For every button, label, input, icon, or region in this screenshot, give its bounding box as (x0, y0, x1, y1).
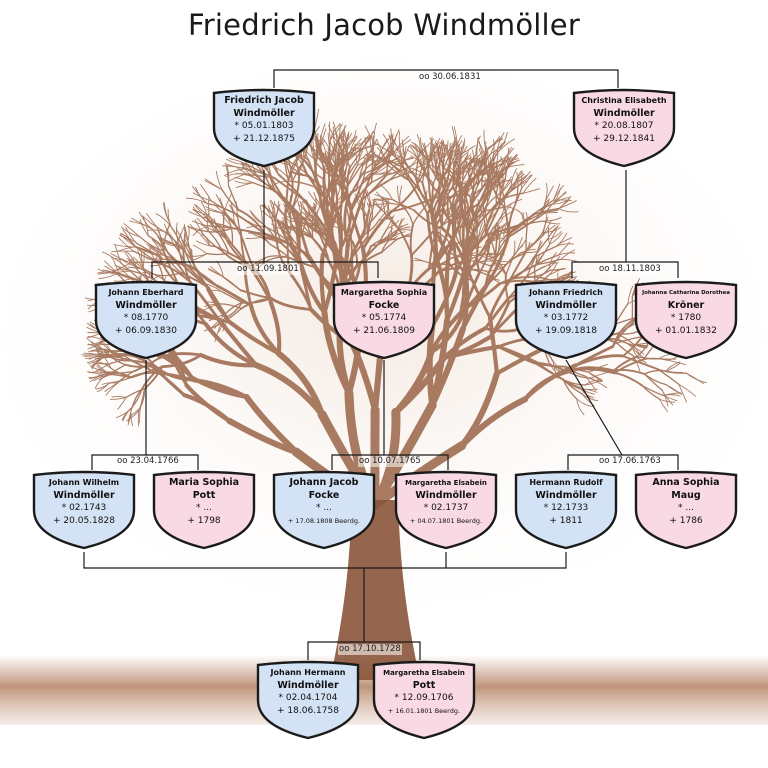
person-first-name: Friedrich Jacob (224, 95, 304, 106)
shield-icon (32, 470, 136, 550)
person-first-name: Johann Wilhelm (48, 478, 120, 487)
person-first-name: Margaretha Elsabein (405, 479, 487, 487)
person-last-name: Maug (671, 489, 701, 501)
person-death: + 29.12.1841 (593, 133, 655, 144)
marriage-label: oo 17.06.1763 (598, 456, 662, 467)
shield-icon (394, 470, 498, 550)
shield-icon (212, 88, 316, 168)
person-last-name: Windmöller (277, 679, 339, 691)
person-card-margaretha-elsabein-w[interactable]: Margaretha Elsabein Windmöller * 02.1737… (392, 470, 500, 550)
person-card-johann-eberhard[interactable]: Johann Eberhard Windmöller * 08.1770 + 0… (92, 280, 200, 360)
shield-icon (152, 470, 256, 550)
shield-icon (634, 470, 738, 550)
person-death: + 1786 (669, 515, 703, 526)
person-death: + 16.01.1801 Beerdg. (387, 706, 461, 715)
shield-icon (572, 88, 676, 168)
marriage-label: oo 23.04.1766 (116, 456, 180, 467)
person-first-name: Maria Sophia (168, 477, 240, 488)
person-card-johann-wilhelm[interactable]: Johann Wilhelm Windmöller * 02.1743 + 20… (30, 470, 138, 550)
marriage-label: oo 10.07.1765 (358, 456, 422, 467)
person-first-name: Johann Hermann (270, 668, 346, 677)
marriage-label: oo 11.09.1801 (236, 264, 300, 275)
shield-icon (94, 280, 198, 360)
person-death: + 17.08.1808 Beerdg. (287, 516, 361, 525)
person-last-name: Windmöller (593, 107, 655, 119)
shield-icon (272, 470, 376, 550)
person-death: + 18.06.1758 (277, 705, 339, 716)
person-first-name: Hermann Rudolf (529, 478, 603, 487)
person-birth: * 1780 (670, 313, 702, 323)
marriage-label: oo 17.10.1728 (338, 644, 402, 655)
person-birth: * 12.1733 (543, 503, 589, 513)
person-birth: * 03.1772 (543, 313, 589, 323)
marriage-label: oo 18.11.1803 (598, 264, 662, 275)
person-last-name: Windmöller (115, 299, 177, 311)
person-birth: * 08.1770 (123, 313, 169, 323)
person-birth: * ... (196, 503, 212, 513)
shield-icon (634, 280, 738, 360)
person-birth: * ... (678, 503, 694, 513)
person-last-name: Kröner (667, 299, 705, 311)
person-death: + 20.05.1828 (53, 515, 115, 526)
person-last-name: Windmöller (535, 489, 597, 501)
marriage-label: oo 30.06.1831 (418, 72, 482, 83)
person-birth: * ... (316, 503, 332, 513)
person-card-johann-jacob[interactable]: Johann Jacob Focke * ... + 17.08.1808 Be… (270, 470, 378, 550)
person-death: + 06.09.1830 (115, 325, 177, 336)
person-first-name: Johanna Catharina Dorothea (642, 290, 730, 296)
person-death: + 21.06.1809 (353, 325, 415, 336)
person-death: + 04.07.1801 Beerdg. (409, 516, 483, 525)
person-first-name: Margaretha Sophia (340, 288, 428, 297)
person-birth: * 02.04.1704 (278, 693, 338, 703)
shield-icon (256, 660, 360, 740)
person-card-johann-hermann[interactable]: Johann Hermann Windmöller * 02.04.1704 +… (254, 660, 362, 740)
person-birth: * 02.1737 (423, 503, 469, 513)
person-last-name: Windmöller (53, 489, 115, 501)
person-last-name: Focke (308, 489, 340, 501)
person-first-name: Johann Eberhard (108, 288, 184, 297)
person-card-margaretha-elsabein-p[interactable]: Margaretha Elsabein Pott * 12.09.1706 + … (370, 660, 478, 740)
person-last-name: Pott (412, 679, 436, 691)
person-first-name: Margaretha Elsabein (383, 669, 465, 677)
shield-icon (514, 470, 618, 550)
page-title: Friedrich Jacob Windmöller (188, 8, 580, 42)
person-first-name: Anna Sophia (652, 477, 720, 488)
person-card-friedrich-jacob[interactable]: Friedrich Jacob Windmöller * 05.01.1803 … (210, 88, 318, 168)
person-last-name: Focke (368, 299, 400, 311)
person-birth: * 02.1743 (61, 503, 107, 513)
person-last-name: Windmöller (535, 299, 597, 311)
person-last-name: Windmöller (233, 107, 295, 119)
shield-icon (332, 280, 436, 360)
person-first-name: Johann Friedrich (529, 288, 603, 297)
person-card-johanna-catharina-dorothea[interactable]: Johanna Catharina Dorothea Kröner * 1780… (632, 280, 740, 360)
person-birth: * 12.09.1706 (394, 693, 454, 703)
person-death: + 19.09.1818 (535, 325, 597, 336)
person-last-name: Pott (192, 489, 216, 501)
person-birth: * 05.1774 (361, 313, 407, 323)
person-birth: * 05.01.1803 (234, 121, 294, 131)
person-birth: * 20.08.1807 (594, 121, 654, 131)
person-first-name: Johann Jacob (289, 477, 359, 488)
person-death: + 1811 (549, 515, 583, 526)
person-first-name: Christina Elisabeth (581, 96, 667, 105)
person-death: + 01.01.1832 (655, 325, 717, 336)
person-card-hermann-rudolf[interactable]: Hermann Rudolf Windmöller * 12.1733 + 18… (512, 470, 620, 550)
shield-icon (372, 660, 476, 740)
person-card-margaretha-sophia[interactable]: Margaretha Sophia Focke * 05.1774 + 21.0… (330, 280, 438, 360)
person-card-anna-sophia[interactable]: Anna Sophia Maug * ... + 1786 (632, 470, 740, 550)
person-death: + 21.12.1875 (233, 133, 295, 144)
person-death: + 1798 (187, 515, 221, 526)
shield-icon (514, 280, 618, 360)
person-card-christina-elisabeth[interactable]: Christina Elisabeth Windmöller * 20.08.1… (570, 88, 678, 168)
person-card-johann-friedrich[interactable]: Johann Friedrich Windmöller * 03.1772 + … (512, 280, 620, 360)
person-last-name: Windmöller (415, 489, 477, 501)
person-card-maria-sophia[interactable]: Maria Sophia Pott * ... + 1798 (150, 470, 258, 550)
